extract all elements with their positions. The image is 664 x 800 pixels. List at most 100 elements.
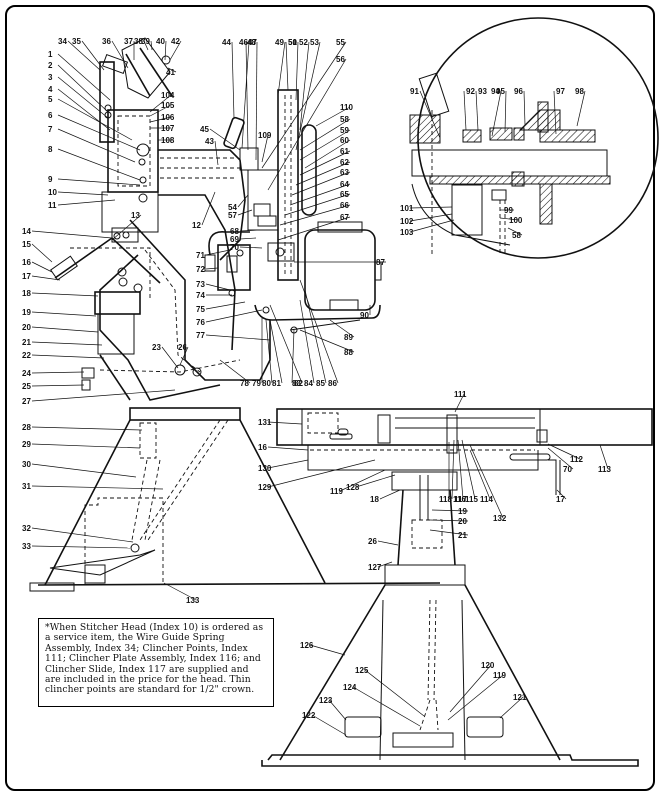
- callout-132: 132: [493, 514, 507, 523]
- leader-line: [299, 118, 351, 151]
- callout-17: 17: [22, 272, 31, 281]
- callout-102: 102: [400, 217, 414, 226]
- callout-88: 88: [344, 348, 353, 357]
- leader-line: [377, 540, 399, 546]
- callout-37: 37: [124, 37, 133, 46]
- leader-line: [553, 90, 557, 135]
- callout-55: 55: [336, 38, 345, 47]
- callout-40: 40: [156, 37, 165, 46]
- callout-52: 52: [299, 38, 308, 47]
- callout-24: 24: [22, 369, 31, 378]
- callout-69: 69: [230, 235, 239, 244]
- leader-line: [31, 275, 61, 281]
- callout-72: 72: [196, 265, 205, 274]
- callout-20: 20: [22, 323, 31, 332]
- leader-line: [81, 40, 105, 71]
- callout-9: 9: [48, 175, 53, 184]
- leader-line: [269, 304, 303, 384]
- clincher-table: [276, 408, 653, 495]
- leader-line: [299, 299, 315, 384]
- callout-109: 109: [258, 131, 272, 140]
- leader-line: [267, 459, 376, 488]
- callout-99: 99: [504, 206, 513, 215]
- callout-129: 129: [258, 483, 272, 492]
- leader-line: [523, 90, 526, 126]
- leader-line: [599, 444, 609, 470]
- callout-21: 21: [22, 338, 31, 347]
- leader-line: [289, 183, 351, 206]
- leader-line: [285, 41, 289, 91]
- leader-line: [504, 90, 507, 133]
- leader-line: [419, 90, 441, 139]
- leader-line: [299, 279, 339, 384]
- leader-line: [169, 40, 182, 61]
- leader-line: [461, 439, 476, 500]
- leader-line: [457, 439, 464, 500]
- leader-line: [167, 67, 177, 73]
- detail-view: [409, 17, 659, 259]
- callout-19: 19: [22, 308, 31, 317]
- callout-33: 33: [22, 542, 31, 551]
- callout-59: 59: [340, 126, 349, 135]
- machine-frame: [50, 149, 271, 421]
- callout-87: 87: [376, 258, 385, 267]
- leader-line: [291, 329, 295, 384]
- leader-line: [339, 469, 386, 492]
- callout-29: 29: [22, 440, 31, 449]
- callout-14: 14: [22, 227, 31, 236]
- leader-line: [261, 41, 347, 169]
- callout-116: 116: [453, 495, 466, 504]
- callout-121: 121: [513, 693, 527, 702]
- leader-line: [31, 354, 105, 359]
- leader-line: [279, 204, 351, 226]
- leader-line: [231, 41, 235, 119]
- leader-line: [355, 474, 396, 488]
- leader-line: [379, 489, 401, 500]
- leader-line: [295, 41, 299, 101]
- callout-64: 64: [340, 180, 349, 189]
- leader-line: [209, 128, 241, 151]
- leader-line: [469, 444, 504, 519]
- leader-line: [431, 509, 469, 512]
- leader-line: [143, 40, 149, 51]
- leader-line: [31, 261, 53, 273]
- callout-130: 130: [258, 464, 272, 473]
- callout-82: 82: [294, 379, 303, 388]
- callout-15: 15: [22, 240, 31, 249]
- leader-line: [267, 58, 347, 191]
- callout-47: 47: [248, 38, 257, 47]
- leader-line: [329, 319, 355, 338]
- callout-26: 26: [178, 343, 187, 352]
- leader-line: [31, 292, 99, 297]
- callout-35: 35: [72, 37, 81, 46]
- leader-line: [315, 106, 351, 127]
- callout-19: 19: [458, 507, 467, 516]
- control-box: [204, 231, 251, 297]
- callout-4: 4: [48, 85, 53, 94]
- callout-101: 101: [400, 204, 414, 213]
- callout-54: 54: [228, 203, 237, 212]
- callout-10: 10: [48, 188, 57, 197]
- leader-line: [31, 230, 113, 239]
- leader-line: [111, 214, 142, 241]
- callout-21: 21: [458, 531, 467, 540]
- leader-line: [291, 171, 351, 196]
- callout-3: 3: [48, 73, 53, 82]
- callout-92: 92: [466, 87, 475, 96]
- leader-line: [57, 114, 141, 151]
- leader-line: [31, 527, 134, 543]
- leader-line: [179, 346, 189, 366]
- leader-line: [31, 545, 131, 549]
- leader-line: [31, 371, 85, 374]
- callout-115: 115: [465, 495, 478, 504]
- leader-line: [449, 664, 492, 713]
- callout-70: 70: [230, 243, 239, 252]
- callout-62: 62: [340, 158, 349, 167]
- callout-74: 74: [196, 291, 205, 300]
- leader-line: [31, 384, 85, 387]
- wire-spool-assembly: [101, 37, 173, 99]
- leader-line: [57, 64, 109, 113]
- leader-line: [507, 227, 523, 236]
- callout-27: 27: [22, 397, 31, 406]
